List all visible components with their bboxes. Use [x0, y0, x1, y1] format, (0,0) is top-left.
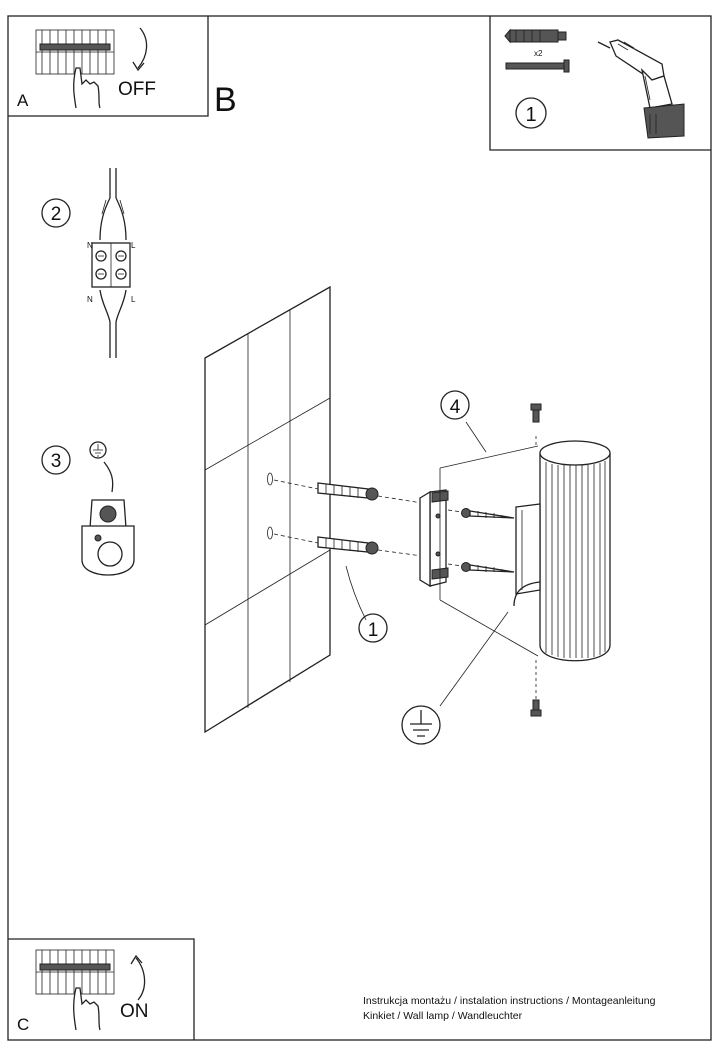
breaker-switch-on-icon — [35, 949, 146, 1031]
ground-callout-line — [439, 611, 509, 707]
panel-c-letter: C — [17, 1015, 29, 1034]
panel-a-action: OFF — [118, 79, 156, 100]
quantity-label: x2 — [534, 49, 543, 58]
screw-upper — [461, 508, 515, 519]
ground-step: 3 — [41, 441, 135, 576]
wiring-step-circle — [41, 198, 71, 228]
lamp-step-circle — [440, 390, 470, 420]
ground-step-number: 3 — [51, 451, 62, 472]
bottom-cap-screw — [530, 699, 542, 717]
wall-lamp — [401, 403, 611, 745]
mounting-hardware — [273, 479, 515, 588]
panel-a-letter: A — [17, 91, 29, 110]
breaker-switch-off-icon — [35, 27, 148, 109]
terminal-block-icon — [91, 168, 131, 358]
tools-panel: x2 1 — [489, 16, 711, 151]
lamp-step-number: 4 — [450, 397, 461, 418]
lamp-cylinder — [539, 440, 611, 662]
mounting-bracket — [419, 489, 449, 588]
drill-icon — [597, 39, 685, 139]
wire-label-l-top: L — [131, 241, 136, 250]
wall-callout-line — [345, 565, 367, 621]
mounting-step-circle — [358, 613, 388, 643]
screw-icon — [505, 59, 570, 73]
page-frame — [7, 15, 712, 1041]
wire-label-l-bottom: L — [131, 295, 136, 304]
ground-symbol-icon — [401, 705, 441, 745]
wire-label-n-top: N — [87, 241, 93, 250]
footer-line-2: Kinkiet / Wall lamp / Wandleuchter — [363, 1010, 523, 1022]
wire-label-n-bottom: N — [87, 295, 93, 304]
footer-caption: Instrukcja montażu / instalation instruc… — [363, 994, 655, 1024]
panel-a: A OFF — [8, 16, 209, 117]
mounting-step-number: 1 — [368, 620, 379, 641]
panel-b-letter: B — [214, 81, 237, 119]
wiring-step: 2 N L N L — [41, 168, 136, 358]
lamp-callout-line — [465, 421, 487, 453]
tools-step-number: 1 — [525, 104, 536, 126]
footer-line-1: Instrukcja montażu / instalation instruc… — [363, 995, 656, 1007]
wall-plug-upper — [317, 482, 379, 501]
lamp-mount-plate — [515, 503, 541, 595]
wiring-step-number: 2 — [51, 204, 62, 225]
wall-tiles — [204, 285, 331, 734]
panel-c-action: ON — [120, 1001, 149, 1022]
tools-step-circle — [515, 97, 547, 129]
ground-wire — [513, 581, 541, 607]
wall-plug-icon — [504, 28, 567, 44]
ground-step-circle — [41, 445, 71, 475]
wall-plug-lower — [317, 536, 379, 555]
ground-terminal-icon — [81, 441, 135, 576]
top-cap-screw — [530, 403, 542, 423]
screw-lower — [461, 562, 515, 573]
panel-c: C ON — [8, 938, 195, 1040]
